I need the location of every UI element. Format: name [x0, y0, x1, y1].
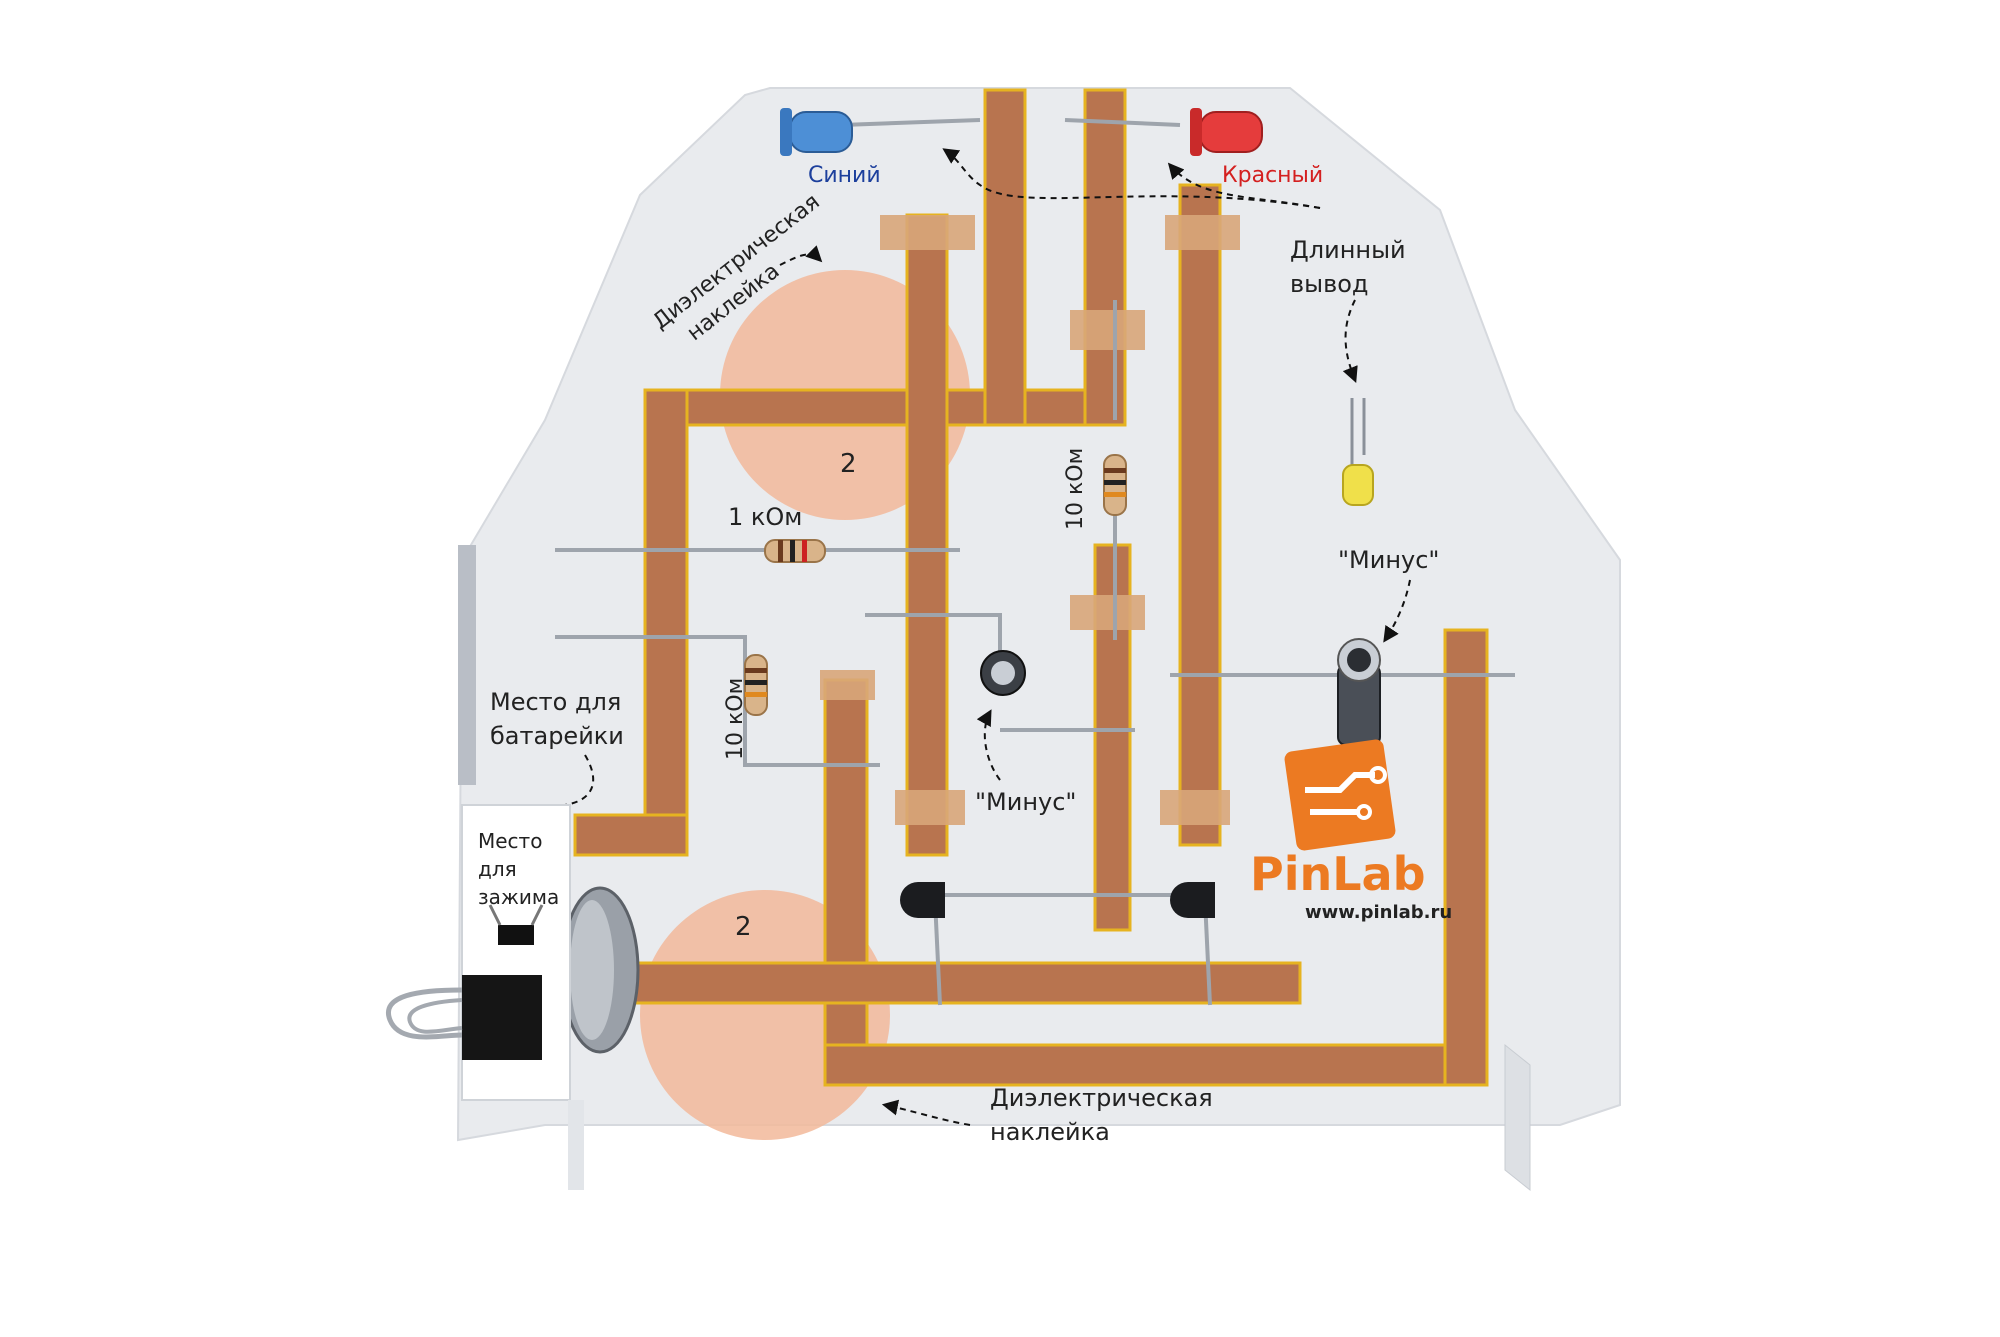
trace-column-a — [905, 213, 949, 857]
long-lead-arrow-to-red — [1167, 162, 1321, 209]
tape-joints — [820, 215, 1240, 825]
brand-name: PinLab — [1250, 847, 1426, 901]
trace-column-e — [1178, 183, 1222, 847]
minus-right-arrow — [1383, 579, 1411, 643]
battery-place-arrow — [564, 754, 595, 806]
red-led-label: Красный — [1222, 163, 1323, 188]
long-lead-label-2: вывод — [1290, 270, 1369, 298]
capacitor-right — [1337, 638, 1381, 746]
resistor-10k-center — [1103, 454, 1127, 516]
copper-traces — [573, 88, 1489, 1087]
right-stand-tab — [1504, 1043, 1531, 1192]
resistor-10k-center-label: 10 кОм — [1063, 448, 1088, 530]
pad-top-number: 2 — [840, 449, 857, 479]
battery-place-label-2: батарейки — [490, 722, 624, 750]
dielectric-bottom-arrow — [881, 1099, 971, 1126]
resistor-10k-left-label: 10 кОм — [723, 678, 748, 760]
long-lead-led-icon — [1342, 398, 1374, 506]
trace-bottom-loop — [823, 1043, 1447, 1087]
dielectric-bottom-label-1: Диэлектрическая — [990, 1084, 1213, 1112]
board-left-edge-strip — [458, 545, 476, 785]
trace-column-c — [1083, 88, 1127, 427]
resistor-1k — [764, 539, 826, 563]
red-led — [1190, 108, 1263, 156]
clip-place-label-1: Место — [478, 829, 542, 853]
trace-left-bottom-stub — [573, 813, 689, 857]
brand-url: www.pinlab.ru — [1305, 902, 1452, 923]
long-lead-arrow-to-blue — [942, 148, 1321, 209]
trace-left-vertical — [643, 388, 689, 857]
coin-battery — [560, 886, 640, 1054]
binder-clip-icon — [488, 904, 544, 945]
binder-clip — [385, 975, 542, 1060]
dielectric-bottom-label-2: наклейка — [990, 1118, 1110, 1146]
minus-center-label: "Минус" — [975, 788, 1076, 816]
blue-led — [780, 108, 853, 156]
clip-place-label-2: для — [478, 857, 517, 881]
trace-column-b — [983, 88, 1027, 427]
transistor-left — [900, 882, 945, 918]
pad-bottom-number: 2 — [735, 912, 752, 942]
resistor-1k-label: 1 кОм — [728, 503, 802, 531]
circuit-board-icon — [1284, 739, 1396, 851]
blue-led-label: Синий — [808, 163, 881, 188]
trace-right-vertical — [1443, 628, 1489, 1087]
dielectric-top-arrow — [779, 245, 823, 266]
minus-right-label: "Минус" — [1338, 546, 1439, 574]
battery-place-label-1: Место для — [490, 688, 621, 716]
pinlab-logo — [1284, 739, 1396, 851]
transistor-right — [1170, 882, 1215, 918]
resistor-10k-left — [744, 654, 768, 716]
trace-top-horizontal — [643, 388, 1127, 427]
long-lead-label-1: Длинный — [1290, 236, 1406, 264]
left-stand-tab — [568, 1100, 584, 1190]
minus-center-arrow — [976, 709, 1001, 781]
capacitor-center — [980, 650, 1026, 696]
trace-bottom-horizontal — [618, 961, 1302, 1005]
